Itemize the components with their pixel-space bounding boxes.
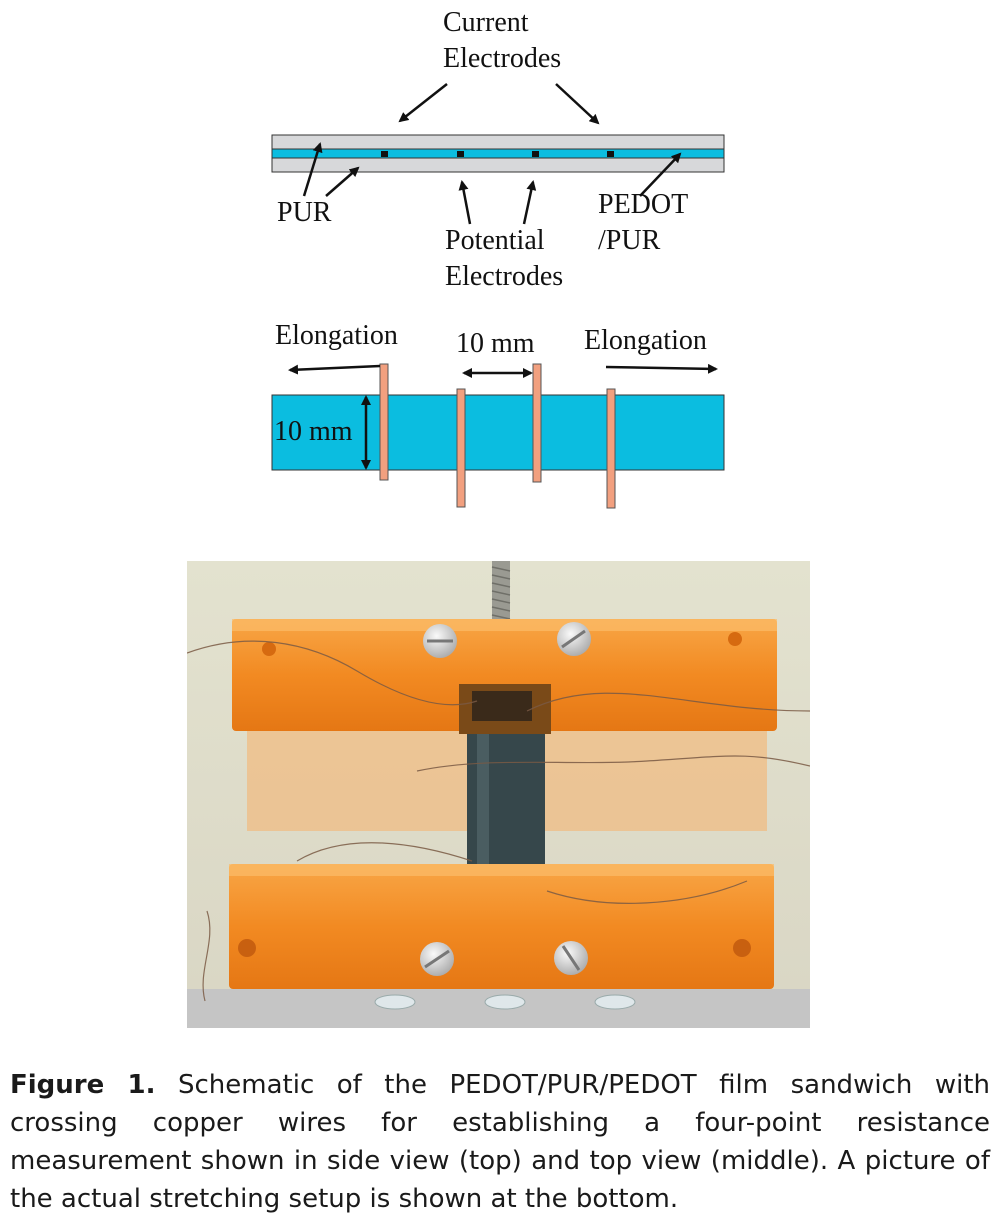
arrow-current-right xyxy=(555,83,600,125)
label-elongation-right: Elongation xyxy=(584,325,707,356)
label-potential: Potential xyxy=(445,225,545,256)
figure-caption: Figure 1. Schematic of the PEDOT/PUR/PED… xyxy=(10,1066,990,1218)
arrow-current-left xyxy=(398,83,448,123)
film-strip xyxy=(271,394,725,471)
arrow-elongation-left xyxy=(288,364,381,375)
arrow-pur-1 xyxy=(302,142,323,197)
stretching-setup-photo xyxy=(187,561,810,1028)
pedot-pur-layer xyxy=(271,148,725,159)
caption-text: Schematic of the PEDOT/PUR/PEDOT film sa… xyxy=(10,1070,990,1214)
label-current: Current xyxy=(443,7,529,38)
label-electrodes: Electrodes xyxy=(443,43,562,74)
label-width: 10 mm xyxy=(274,416,353,447)
arrow-elongation-right xyxy=(605,363,718,374)
label-elongation-left: Elongation xyxy=(275,320,398,351)
pur-top-layer xyxy=(271,134,725,150)
copper-wire xyxy=(456,388,466,508)
copper-wire xyxy=(532,363,542,483)
side-view-arrows xyxy=(302,83,682,225)
arrow-potential-2 xyxy=(522,180,537,225)
label-spacing: 10 mm xyxy=(456,328,535,359)
label-potential-electrodes: Electrodes xyxy=(445,261,564,292)
side-view-film xyxy=(271,134,725,173)
label-slash-pur: /PUR xyxy=(598,225,661,256)
label-pur: PUR xyxy=(277,197,332,228)
arrow-potential-1 xyxy=(458,180,472,225)
top-view xyxy=(271,363,725,509)
potential-electrode-dot xyxy=(607,151,614,157)
potential-electrode-dot xyxy=(532,151,539,157)
arrow-pur-2 xyxy=(325,166,360,197)
pur-bottom-layer xyxy=(271,157,725,173)
potential-electrode-dot xyxy=(457,151,464,157)
label-pedot: PEDOT xyxy=(598,189,689,220)
schematic-diagram xyxy=(271,83,725,509)
copper-wire xyxy=(606,388,616,509)
arrow-pedot xyxy=(639,152,682,197)
potential-electrode-dot xyxy=(381,151,388,157)
copper-wire xyxy=(379,363,389,481)
figure-label: Figure 1. xyxy=(10,1070,156,1100)
top-view-arrows xyxy=(288,363,718,470)
